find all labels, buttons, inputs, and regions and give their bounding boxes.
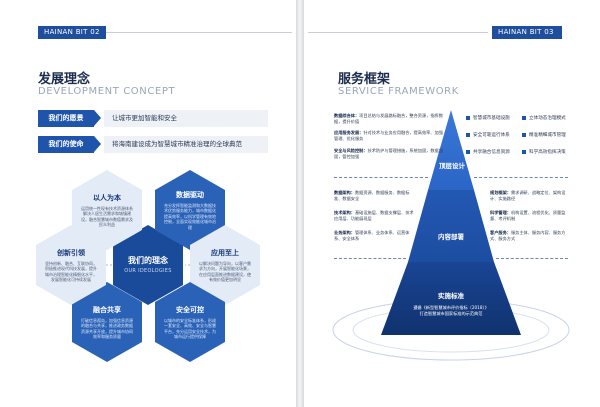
right-header-line bbox=[308, 32, 488, 33]
hex-secure-controllable: 安全可控 以城市的安全标准体系，形成一套安全、高效、安全与智慧平台，充分运用安全… bbox=[155, 282, 225, 362]
hex-secure-body: 以城市的安全标准体系，形成一套安全、高效、安全与智慧平台，充分运用安全技术，为城… bbox=[164, 317, 216, 339]
divider-left-2 bbox=[334, 258, 406, 259]
hex-innovation-body: 坚持创新、融合、互联协同，积极推进现代科技发展，提升城市治理智能化精细化水平，发… bbox=[45, 260, 97, 282]
mission-text: 将海南建设成为智慧城市精准治理的全球典范 bbox=[104, 136, 268, 153]
vision-arrow-icon bbox=[94, 110, 101, 126]
top-bullet-6: 科学高效指挥决策 bbox=[522, 149, 566, 155]
top-row-3: 安全与风险控制：技术防护与管理措施，系统加固，数据加固，管控加强 bbox=[334, 148, 443, 159]
top-bullet-4: 精准精细城市管理 bbox=[522, 132, 566, 138]
pyramid-base-text: 遵循《新型智慧城市评价指标（2018）》 打造智慧城市国家标准的示范典范 bbox=[392, 305, 510, 317]
mid-left-row-3: 业务架构：管理体系、业务体系、运营体系、安全体系 bbox=[334, 230, 410, 241]
top-bullet-2: 立体动态治理模式 bbox=[522, 115, 566, 121]
hex-people-body: 运用统一性现有技术资源体系解决人居生活需求和城镇建设，融合智慧城市数值需求及民众… bbox=[81, 205, 133, 227]
vision-text: 让城市更加智能和安全 bbox=[104, 110, 268, 127]
hex-application-title: 应用至上 bbox=[211, 248, 239, 257]
divider-right-1 bbox=[474, 177, 568, 178]
hex-integration-body: 打破信息孤岛，加强信息资源的融合与共享，推进政务数据资源共享开放，提升城市协同效… bbox=[81, 317, 133, 339]
pyramid-middle-label: 内容部署 bbox=[438, 233, 464, 241]
right-title-en: SERVICE FRAMEWORK bbox=[338, 86, 459, 97]
mission-bar: 我们的使命 将海南建设成为智慧城市精准治理的全球典范 bbox=[38, 136, 268, 153]
divider-left-1 bbox=[334, 177, 428, 178]
hex-people-title: 以人为本 bbox=[93, 193, 121, 202]
pyramid-top-label: 顶层设计 bbox=[439, 162, 465, 170]
top-bullet-3: 安全可靠运行体系 bbox=[466, 132, 510, 138]
mid-left-row-2: 技术架构：基础设施层、数据支撑层、技术应用层、功能展现层 bbox=[334, 210, 414, 221]
top-bullet-5: 共享融合信息资源 bbox=[466, 149, 510, 155]
hex-application-body: 以解决问题为导向，以客户需求为方向，开展智能化场景，在应用层面推进数据建设，使有… bbox=[199, 260, 251, 282]
base-text-line-2: 打造智慧城市国家标准的示范典范 bbox=[419, 311, 483, 316]
top-row-2: 应用服务发展：针对技术与业务应用融合，提高效率、加强管理、优化服务 bbox=[334, 130, 443, 141]
mid-left-row-1: 数据架构：数据资源、数据服务、数据标准、数据安全 bbox=[334, 190, 410, 201]
left-title-en: DEVELOPMENT CONCEPT bbox=[38, 86, 176, 97]
base-text-line-1: 遵循《新型智慧城市评价指标（2018）》 bbox=[413, 305, 489, 310]
vision-bar: 我们的愿景 让城市更加智能和安全 bbox=[38, 110, 268, 127]
top-bullet-1: 智慧城市基础设施 bbox=[466, 115, 510, 121]
center-hex-title: 我们的理念 bbox=[128, 256, 168, 266]
hex-integration-title: 融合共享 bbox=[93, 305, 121, 314]
mid-right-row-3: 客户服务：服务主体、服务内容、服务方式、服务方式 bbox=[490, 230, 566, 241]
hex-secure-title: 安全可控 bbox=[176, 305, 204, 314]
divider-right-2 bbox=[496, 258, 568, 259]
center-hex-subtitle: OUR IDEOLOGIES bbox=[124, 268, 172, 275]
vision-tag: 我们的愿景 bbox=[38, 110, 94, 127]
mission-arrow-icon bbox=[94, 136, 101, 152]
mission-tag: 我们的使命 bbox=[38, 136, 94, 153]
hex-data-title: 数据驱动 bbox=[176, 190, 204, 199]
hex-data-body: 充分发挥智能监测和大数据技术优势服务能力，城市数据化提高效率，以科学管理有效地控… bbox=[164, 202, 216, 230]
right-page-header: HAINAN BIT 03 bbox=[492, 26, 562, 39]
mid-right-row-2: 科学管理：机构设置、流程优化、质量监督、考评机制 bbox=[490, 210, 566, 221]
page-gutter bbox=[296, 0, 304, 407]
left-title-cn: 发展理念 bbox=[38, 72, 91, 87]
pyramid-base-label: 实施标准 bbox=[438, 292, 464, 300]
left-header-line bbox=[106, 32, 292, 33]
hex-innovation-title: 创新引领 bbox=[57, 248, 85, 257]
mid-right-row-1: 规划框架：需求调研、战略定位、架构设计、实施路径 bbox=[490, 190, 566, 201]
top-row-1: 数据综合体：项目总结与发展路标融合，整合资源，指挥数据，提升价值 bbox=[334, 113, 443, 124]
right-title-cn: 服务框架 bbox=[338, 72, 391, 87]
left-page bbox=[0, 0, 296, 407]
left-page-header: HAINAN BIT 02 bbox=[38, 26, 106, 39]
